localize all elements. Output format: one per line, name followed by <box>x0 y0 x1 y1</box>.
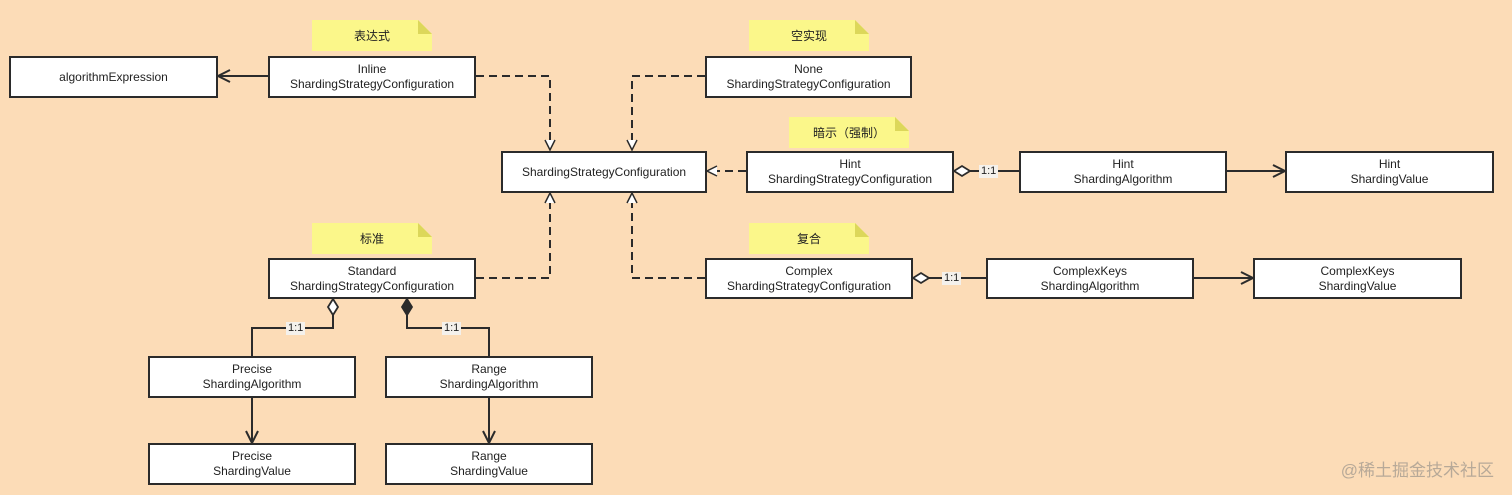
box-line: ShardingStrategyConfiguration <box>289 77 455 91</box>
box-line: ComplexKeys <box>1320 263 1395 278</box>
box-line: Complex <box>785 263 833 278</box>
box-line: ComplexKeys <box>1052 263 1128 278</box>
note-none-text: 空实现 <box>790 29 827 43</box>
complexkeys-sharding-algorithm-box[interactable]: ComplexKeys ShardingAlgorithm <box>986 258 1194 299</box>
hint-sharding-algorithm-box[interactable]: Hint ShardingAlgorithm <box>1019 151 1227 193</box>
inline-strategy-config-box[interactable]: Inline ShardingStrategyConfiguration <box>268 56 476 98</box>
box-line: Hint <box>839 157 861 171</box>
box-line: ShardingValue <box>1350 172 1429 186</box>
box-line: algorithmExpression <box>59 69 168 84</box>
note-complex: 复合 <box>749 223 869 254</box>
range-sharding-value-box[interactable]: Range ShardingValue <box>385 443 593 485</box>
link-inline-to-strategy <box>476 75 550 149</box>
box-line: Standard <box>347 263 397 278</box>
watermark-text: @稀土掘金技术社区 <box>1340 461 1494 480</box>
box-line: ShardingAlgorithm <box>439 377 539 391</box>
aggregation-diamond-complex <box>911 271 931 285</box>
algorithm-expression-box[interactable]: algorithmExpression <box>9 56 218 98</box>
hint-strategy-config-box[interactable]: Hint ShardingStrategyConfiguration <box>746 151 954 193</box>
range-sharding-algorithm-box[interactable]: Range ShardingAlgorithm <box>385 356 593 398</box>
link-standard-to-strategy <box>476 194 550 279</box>
note-standard-text: 标准 <box>359 232 384 246</box>
box-line: None <box>794 62 823 76</box>
aggregation-diamond-precise <box>326 297 340 317</box>
precise-sharding-value-box[interactable]: Precise ShardingValue <box>148 443 356 485</box>
note-hint-text: 暗示（强制） <box>812 126 885 140</box>
precise-sharding-algorithm-box[interactable]: Precise ShardingAlgorithm <box>148 356 356 398</box>
standard-strategy-config-box[interactable]: Standard ShardingStrategyConfiguration <box>268 258 476 299</box>
box-line: Range <box>471 362 507 376</box>
box-line: Precise <box>231 362 272 376</box>
box-line: ShardingValue <box>450 464 528 478</box>
box-line: Hint <box>1378 157 1401 171</box>
box-line: ShardingStrategyConfiguration <box>767 172 933 186</box>
note-none: 空实现 <box>749 20 869 51</box>
link-none-to-strategy <box>632 75 705 149</box>
box-line: ShardingStrategyConfiguration <box>289 278 455 293</box>
box-line: ShardingAlgorithm <box>1073 172 1173 186</box>
multiplicity-hint: 1:1 <box>979 165 999 178</box>
hint-sharding-value-box[interactable]: Hint ShardingValue <box>1285 151 1494 193</box>
note-inline: 表达式 <box>312 20 432 51</box>
multiplicity-range: 1:1 <box>442 322 462 335</box>
box-line: ShardingValue <box>213 464 291 478</box>
multiplicity-precise: 1:1 <box>286 322 306 335</box>
box-line: ShardingStrategyConfiguration <box>726 278 892 293</box>
box-line: Range <box>471 449 507 463</box>
multiplicity-complex: 1:1 <box>942 272 962 285</box>
box-line: Inline <box>357 62 387 76</box>
box-line: ShardingValue <box>1318 278 1397 293</box>
box-line: Precise <box>231 449 272 463</box>
box-line: Hint <box>1112 157 1134 171</box>
note-hint: 暗示（强制） <box>789 117 909 148</box>
none-strategy-config-box[interactable]: None ShardingStrategyConfiguration <box>705 56 912 98</box>
aggregation-diamond-hint <box>952 164 972 178</box>
note-inline-text: 表达式 <box>353 29 390 43</box>
note-complex-text: 复合 <box>796 232 821 246</box>
complexkeys-sharding-value-box[interactable]: ComplexKeys ShardingValue <box>1253 258 1462 299</box>
note-standard: 标准 <box>312 223 432 254</box>
box-line: ShardingStrategyConfiguration <box>521 164 687 179</box>
strategy-config-box[interactable]: ShardingStrategyConfiguration <box>501 151 707 193</box>
box-line: ShardingAlgorithm <box>1040 278 1140 293</box>
composition-diamond-range <box>400 297 414 317</box>
box-line: ShardingStrategyConfiguration <box>726 77 891 91</box>
link-complex-to-strategy <box>632 194 705 279</box>
box-line: ShardingAlgorithm <box>202 377 302 391</box>
complex-strategy-config-box[interactable]: Complex ShardingStrategyConfiguration <box>705 258 913 299</box>
